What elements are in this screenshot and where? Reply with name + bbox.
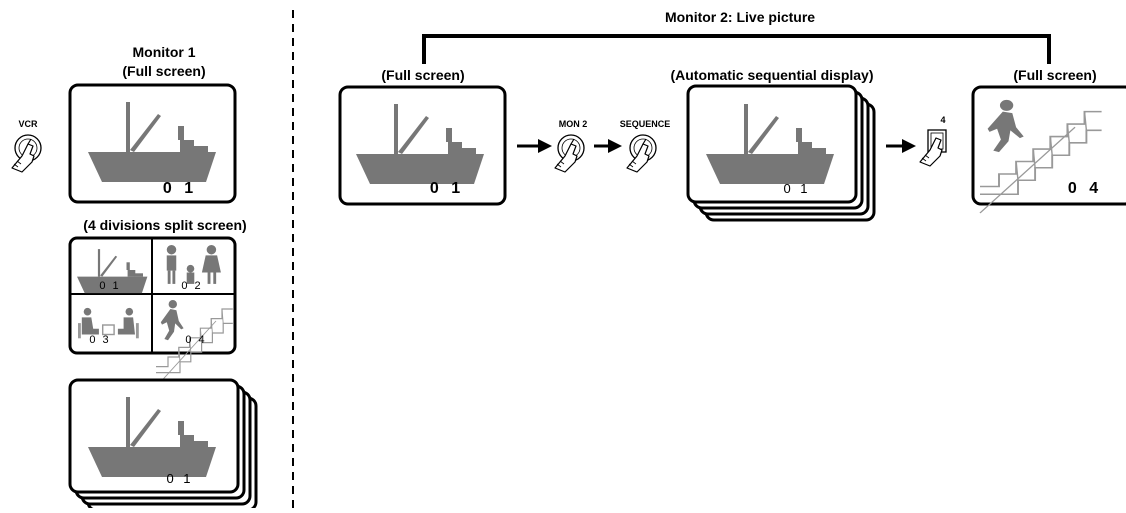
monitor1-sequential-stack: 0 1 [68,378,258,512]
split-channel-3: 0 3 [89,334,110,346]
sequence-button-icon[interactable] [626,134,657,173]
split-screen-monitor: 0 1 0 2 0 3 0 4 [68,236,237,388]
sequence-button-label: SEQUENCE [620,119,671,129]
key-4-label: 4 [940,115,945,125]
step3-label: (Full screen) [1013,67,1096,83]
channel-number: 0 1 [166,471,193,486]
channel-number: 0 1 [783,181,810,196]
monitor1-title: Monitor 1 [133,44,196,60]
split-screen-label: (4 divisions split screen) [83,217,246,233]
monitor2-full-screen-2: 0 4 [971,85,1126,214]
arrow [886,139,916,153]
channel-number: 0 1 [430,180,464,197]
arrow [594,139,622,153]
channel-number: 0 1 [163,180,197,197]
monitor1-subtitle: (Full screen) [122,63,205,79]
vcr-button-label: VCR [18,119,38,129]
key-4-icon[interactable] [919,129,947,167]
monitor1-full-screen: 0 1 [68,83,237,204]
split-channel-2: 0 2 [181,280,202,292]
mon2-button-label: MON 2 [559,119,588,129]
vcr-button-icon[interactable] [11,134,42,173]
split-channel-4: 0 4 [185,334,206,346]
arrow [517,139,552,153]
channel-number: 0 4 [1068,180,1102,197]
mon2-button-icon[interactable] [554,134,585,173]
split-channel-1: 0 1 [99,280,120,292]
monitor2-title: Monitor 2: Live picture [665,9,815,25]
step2-label: (Automatic sequential display) [670,67,873,83]
step1-label: (Full screen) [381,67,464,83]
monitor2-full-screen-1: 0 1 [338,85,507,206]
monitor2-bracket [422,34,1051,64]
monitor2-sequential-stack: 0 1 [686,84,876,222]
